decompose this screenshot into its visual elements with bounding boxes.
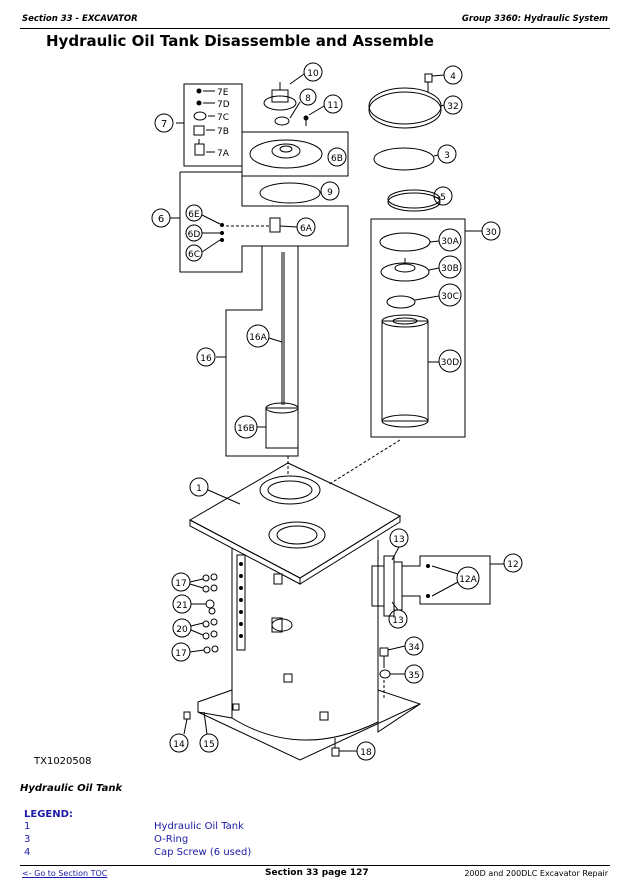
svg-text:30B: 30B: [441, 264, 459, 274]
svg-text:35: 35: [408, 671, 419, 681]
bolt-column: [239, 562, 243, 638]
bottom-fasteners: 14 15 18: [169, 711, 376, 761]
group-header: Group 3360: Hydraulic System: [461, 14, 608, 24]
svg-text:12A: 12A: [459, 575, 477, 585]
legend-desc: Hydraulic Oil Tank: [154, 821, 244, 832]
legend-desc: O-Ring: [154, 834, 189, 845]
svg-text:9: 9: [327, 188, 333, 198]
svg-text:10: 10: [307, 69, 319, 79]
exploded-view-diagram: 7 7E 7D 7C 7B 7A 10 8 11: [151, 62, 523, 761]
section-toc-link[interactable]: <- Go to Section TOC: [22, 869, 108, 878]
svg-text:32: 32: [447, 102, 458, 112]
svg-text:6C: 6C: [188, 250, 200, 260]
svg-text:30A: 30A: [441, 237, 459, 247]
group-7-box: 7 7E 7D 7C 7B 7A: [154, 83, 243, 167]
svg-text:13: 13: [393, 535, 404, 545]
svg-text:16A: 16A: [249, 333, 267, 343]
legend-num: 3: [24, 834, 31, 845]
side-fasteners: 17 21 20 17: [171, 572, 219, 662]
section-header: Section 33 - EXCAVATOR: [22, 14, 138, 24]
svg-text:6B: 6B: [331, 154, 343, 164]
svg-text:13: 13: [392, 616, 403, 626]
manual-title: 200D and 200DLC Excavator Repair: [464, 869, 608, 878]
drain-fasteners: 34 35: [379, 636, 424, 700]
figure-id: TX1020508: [34, 756, 92, 767]
header-rule: [20, 28, 610, 29]
svg-text:6: 6: [158, 214, 164, 225]
svg-text:8: 8: [305, 94, 311, 104]
legend-desc: Cap Screw (6 used): [154, 847, 252, 858]
svg-text:6D: 6D: [188, 230, 201, 240]
group-30-box: 30 30A 30B 30C 30D: [370, 218, 501, 438]
svg-text:30D: 30D: [441, 358, 459, 368]
svg-text:17: 17: [175, 649, 186, 659]
legend-num: 4: [24, 847, 31, 858]
svg-text:20: 20: [176, 625, 188, 635]
svg-text:6A: 6A: [300, 224, 313, 234]
page-title: Hydraulic Oil Tank Disassemble and Assem…: [46, 32, 434, 50]
svg-text:1: 1: [196, 484, 202, 494]
svg-text:7: 7: [161, 119, 167, 130]
legend-title: LEGEND:: [24, 809, 73, 820]
figure-caption: Hydraulic Oil Tank: [20, 783, 123, 794]
svg-text:15: 15: [203, 740, 214, 750]
svg-text:17: 17: [175, 579, 186, 589]
group-6-box: 6 6E 6D 6C 6A: [151, 171, 349, 273]
svg-text:4: 4: [450, 72, 456, 82]
svg-text:7E: 7E: [217, 88, 229, 98]
cover-assembly: 4 32 3 5: [368, 65, 463, 212]
svg-text:6E: 6E: [188, 210, 200, 220]
svg-text:18: 18: [360, 748, 372, 758]
legend-num: 1: [24, 821, 31, 832]
svg-text:5: 5: [440, 193, 446, 203]
hydraulic-tank: 12A 12 13 13: [188, 439, 523, 761]
breather-assembly: 10 8 11: [263, 62, 343, 126]
svg-text:3: 3: [444, 151, 450, 161]
svg-text:21: 21: [176, 601, 187, 611]
svg-text:30: 30: [485, 228, 497, 238]
svg-text:16: 16: [200, 354, 212, 364]
svg-text:34: 34: [408, 643, 420, 653]
footer-rule: [20, 865, 610, 866]
group-16-box: 16 16A 16B: [196, 245, 299, 457]
svg-text:7C: 7C: [217, 113, 229, 123]
svg-text:7A: 7A: [217, 149, 230, 159]
svg-text:30C: 30C: [441, 292, 459, 302]
svg-text:14: 14: [173, 740, 185, 750]
svg-text:16B: 16B: [237, 424, 255, 434]
svg-text:7D: 7D: [217, 100, 230, 110]
svg-text:11: 11: [327, 101, 338, 111]
page-number: Section 33 page 127: [265, 868, 369, 878]
group-6b-box: 6B: [241, 131, 349, 177]
svg-text:12: 12: [507, 560, 518, 570]
svg-text:7B: 7B: [217, 127, 229, 137]
